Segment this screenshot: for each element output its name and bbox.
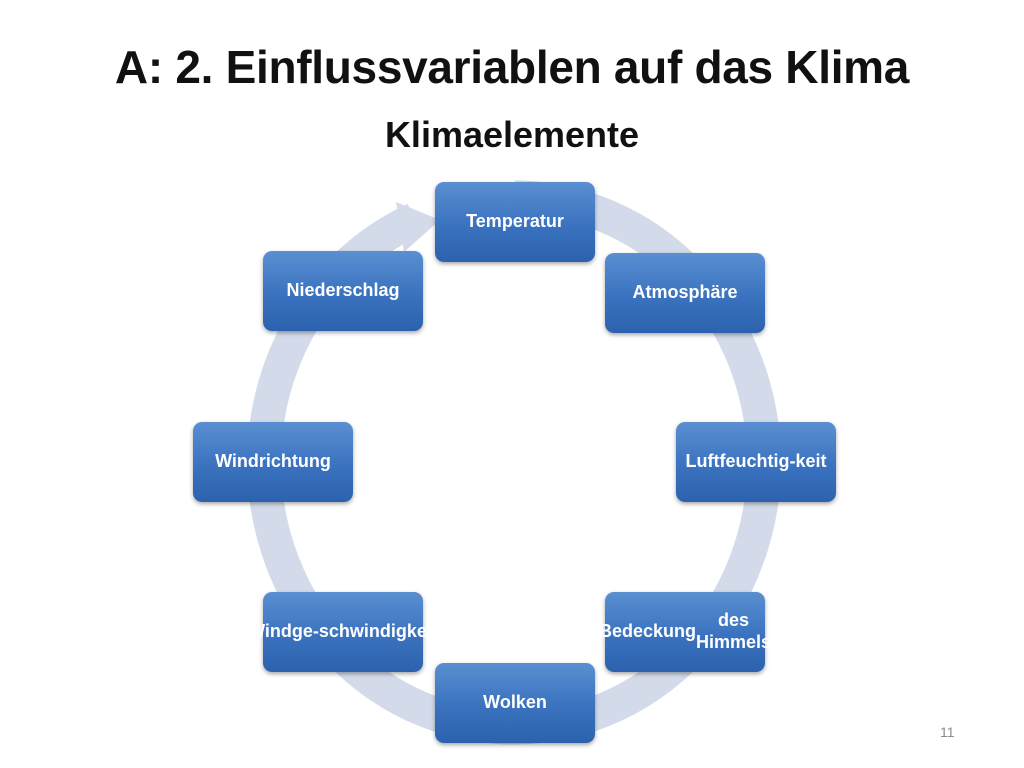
cycle-node-bedeckung: Bedeckung des Himmels bbox=[599, 592, 771, 672]
cycle-node-luftfeuchtigkeit: Luftfeuchtig- keit bbox=[676, 422, 836, 502]
cycle-arrowhead-icon bbox=[396, 202, 440, 252]
cycle-node-windgeschwindigkeit: Windge- schwindigkeit bbox=[248, 592, 438, 672]
cycle-node-temperatur: Temperatur bbox=[435, 182, 595, 262]
cycle-node-niederschlag: Niederschlag bbox=[263, 251, 423, 331]
slide-subtitle: Klimaelemente bbox=[384, 114, 640, 155]
slide-title: A: 2. Einflussvariablen auf das Klima bbox=[114, 41, 910, 93]
page-number: 11 bbox=[940, 724, 955, 740]
cycle-node-wolken: Wolken bbox=[435, 663, 595, 743]
cycle-node-atmosphaere: Atmosphäre bbox=[605, 253, 765, 333]
cycle-node-windrichtung: Windrichtung bbox=[193, 422, 353, 502]
